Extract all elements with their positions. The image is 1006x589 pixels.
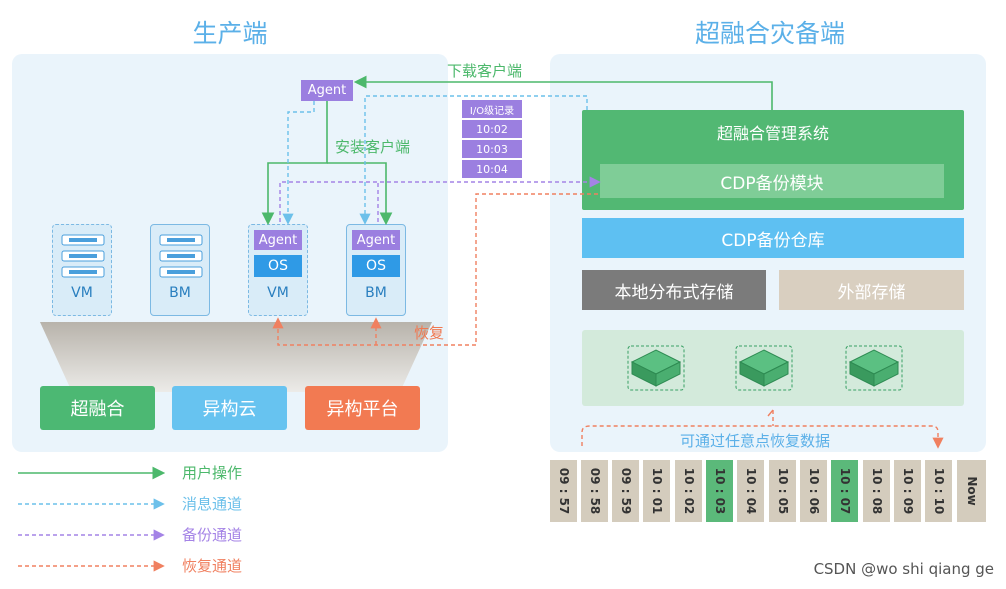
timeline-slot-now: Now <box>957 460 986 522</box>
external-storage: 外部存储 <box>779 270 964 310</box>
production-title: 生产端 <box>192 19 268 48</box>
timeline-slot-label: 09 : 59 <box>618 467 633 515</box>
download-client-label: 下载客户端 <box>447 62 523 80</box>
timeline-slot: 10 : 09 <box>894 460 921 522</box>
cdp-repo: CDP备份仓库 <box>582 218 964 258</box>
timeline-slot-label: 10 : 07 <box>837 467 852 515</box>
server-label: VM <box>71 285 93 301</box>
server-label: BM <box>169 285 191 301</box>
timeline-slot: 09 : 59 <box>612 460 639 522</box>
agent-badge: Agent <box>352 230 400 250</box>
dr-title: 超融合灾备端 <box>694 19 845 48</box>
timeline-slot: 10 : 08 <box>863 460 890 522</box>
timeline-slot: 10 : 05 <box>769 460 796 522</box>
timeline-slot: 10 : 01 <box>643 460 670 522</box>
platform-hetero-cloud: 异构云 <box>172 386 287 430</box>
server-label: VM <box>267 285 289 301</box>
install-client-label: 安装客户端 <box>335 138 411 156</box>
storage-device-icon <box>845 345 903 391</box>
mgmt-system-box: 超融合管理系统 CDP备份模块 <box>582 110 964 210</box>
legend-restore-channel: 恢复通道 <box>182 557 243 575</box>
legend-user-op: 用户操作 <box>182 464 243 482</box>
timeline-slot-label: 09 : 58 <box>587 467 602 515</box>
storage-device-icon <box>735 345 793 391</box>
server-vm-2: Agent OS VM <box>248 224 308 316</box>
os-badge: OS <box>254 255 302 277</box>
timeline-slot: 09 : 58 <box>581 460 608 522</box>
legend-message-channel: 消息通道 <box>182 495 243 513</box>
server-vm-1: VM <box>52 224 112 316</box>
io-log-row: 10:02 <box>462 120 522 138</box>
timeline-slot-label: 10 : 02 <box>681 467 696 515</box>
timeline-slot-label: Now <box>964 476 979 506</box>
timeline-slot-label: 10 : 05 <box>775 467 790 515</box>
server-bm-2: Agent OS BM <box>346 224 406 316</box>
timeline-slot: 10 : 04 <box>737 460 764 522</box>
io-log-row: 10:04 <box>462 160 522 178</box>
legend-backup-channel: 备份通道 <box>182 526 243 544</box>
watermark: CSDN @wo shi qiang ge <box>813 560 994 578</box>
top-agent: Agent <box>301 80 353 101</box>
timeline-slot-highlighted: 10 : 03 <box>706 460 733 522</box>
timeline-slot-label: 10 : 09 <box>900 467 915 515</box>
timeline-slot-label: 09 : 57 <box>556 467 571 515</box>
storage-device-area <box>582 330 964 406</box>
mgmt-system-label: 超融合管理系统 <box>716 124 829 143</box>
any-point-restore-label: 可通过任意点恢复数据 <box>676 430 835 451</box>
local-storage: 本地分布式存储 <box>582 270 766 310</box>
storage-device-icon <box>627 345 685 391</box>
timeline-slot: 10 : 02 <box>675 460 702 522</box>
server-rack-icon <box>61 234 105 278</box>
agent-badge: Agent <box>254 230 302 250</box>
timeline-slot: 09 : 57 <box>550 460 577 522</box>
timeline-slot: 10 : 06 <box>800 460 827 522</box>
server-rack-icon <box>159 234 203 278</box>
timeline-slot-label: 10 : 03 <box>712 467 727 515</box>
timeline-slot-label: 10 : 04 <box>743 467 758 515</box>
timeline-slot: 10 : 10 <box>925 460 952 522</box>
timeline-slot-label: 10 : 01 <box>649 467 664 515</box>
platform-hetero-platform: 异构平台 <box>305 386 420 430</box>
timeline-slot-label: 10 : 10 <box>931 467 946 515</box>
restore-label: 恢复 <box>414 324 445 342</box>
platform-hci: 超融合 <box>40 386 155 430</box>
io-log-row: 10:03 <box>462 140 522 158</box>
cdp-module: CDP备份模块 <box>600 164 944 198</box>
server-bm-1: BM <box>150 224 210 316</box>
io-log-header: I/O级记录 <box>462 100 522 118</box>
server-label: BM <box>365 285 387 301</box>
timeline-slot-highlighted: 10 : 07 <box>831 460 858 522</box>
timeline-slot-label: 10 : 08 <box>869 467 884 515</box>
os-badge: OS <box>352 255 400 277</box>
timeline-slot-label: 10 : 06 <box>806 467 821 515</box>
